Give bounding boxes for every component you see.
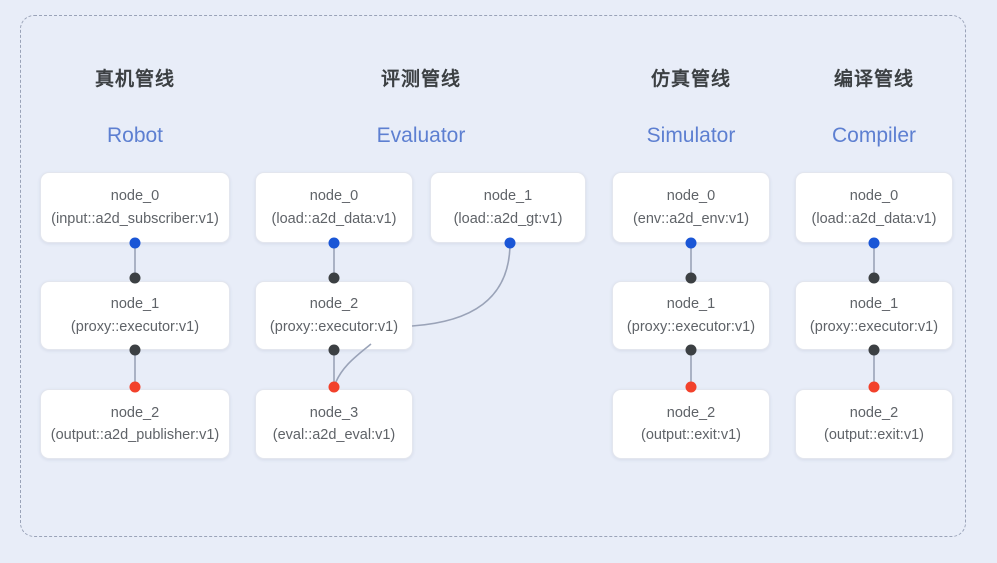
- node-simulator-2[interactable]: node_2 (output::exit:v1): [612, 389, 770, 459]
- node-id: node_2: [309, 296, 359, 313]
- node-type: (load::a2d_data:v1): [811, 210, 937, 227]
- port-input-robot-1[interactable]: [129, 272, 141, 284]
- node-id: node_0: [666, 188, 716, 205]
- node-simulator-0[interactable]: node_0 (env::a2d_env:v1): [612, 172, 770, 243]
- node-type: (load::a2d_gt:v1): [453, 210, 563, 227]
- node-type: (proxy::executor:v1): [809, 318, 939, 335]
- node-compiler-2[interactable]: node_2 (output::exit:v1): [795, 389, 953, 459]
- node-type: (input::a2d_subscriber:v1): [51, 210, 219, 227]
- node-simulator-1[interactable]: node_1 (proxy::executor:v1): [612, 281, 770, 350]
- node-id: node_1: [110, 296, 160, 313]
- node-id: node_0: [849, 188, 899, 205]
- node-type: (proxy::executor:v1): [269, 318, 399, 335]
- node-id: node_1: [849, 296, 899, 313]
- column-title-robot: 真机管线: [94, 69, 175, 90]
- port-output-evaluator-0[interactable]: [328, 237, 340, 249]
- node-id: node_0: [110, 188, 160, 205]
- node-id: node_2: [110, 404, 160, 421]
- port-input-robot-2[interactable]: [129, 381, 141, 393]
- port-output-evaluator-1[interactable]: [504, 237, 516, 249]
- port-output-evaluator-2[interactable]: [328, 344, 340, 356]
- node-id: node_1: [483, 188, 533, 205]
- node-id: node_0: [309, 188, 359, 205]
- node-compiler-0[interactable]: node_0 (load::a2d_data:v1): [795, 172, 953, 243]
- node-type: (output::exit:v1): [824, 427, 924, 443]
- port-output-compiler-1[interactable]: [868, 344, 880, 356]
- edge-evaluator-gt-to-executor: [411, 242, 511, 327]
- node-type: (env::a2d_env:v1): [632, 210, 750, 227]
- node-id: node_1: [666, 296, 716, 313]
- node-robot-2[interactable]: node_2 (output::a2d_publisher:v1): [40, 389, 230, 459]
- column-subtitle-evaluator: Evaluator: [376, 124, 466, 147]
- column-subtitle-robot: Robot: [106, 124, 164, 147]
- port-input-compiler-2[interactable]: [868, 381, 880, 393]
- column-subtitle-compiler: Compiler: [831, 124, 917, 147]
- node-id: node_3: [309, 404, 359, 421]
- column-title-compiler: 编译管线: [833, 69, 914, 90]
- port-output-robot-0[interactable]: [129, 237, 141, 249]
- node-type: (proxy::executor:v1): [70, 318, 200, 335]
- node-id: node_2: [849, 404, 899, 421]
- port-input-simulator-1[interactable]: [685, 272, 697, 284]
- column-title-evaluator: 评测管线: [380, 69, 461, 90]
- port-output-robot-1[interactable]: [129, 344, 141, 356]
- node-type: (proxy::executor:v1): [626, 318, 756, 335]
- port-input-evaluator-2[interactable]: [328, 272, 340, 284]
- port-input-evaluator-3[interactable]: [328, 381, 340, 393]
- node-evaluator-0[interactable]: node_0 (load::a2d_data:v1): [255, 172, 413, 243]
- port-output-simulator-1[interactable]: [685, 344, 697, 356]
- node-evaluator-1[interactable]: node_1 (load::a2d_gt:v1): [430, 172, 586, 243]
- node-type: (eval::a2d_eval:v1): [272, 427, 396, 443]
- node-type: (output::a2d_publisher:v1): [50, 427, 220, 443]
- column-title-simulator: 仿真管线: [650, 69, 731, 90]
- port-output-simulator-0[interactable]: [685, 237, 697, 249]
- node-compiler-1[interactable]: node_1 (proxy::executor:v1): [795, 281, 953, 350]
- port-input-compiler-1[interactable]: [868, 272, 880, 284]
- node-robot-1[interactable]: node_1 (proxy::executor:v1): [40, 281, 230, 350]
- edge-evaluator-executor-to-eval: [333, 343, 372, 388]
- node-robot-0[interactable]: node_0 (input::a2d_subscriber:v1): [40, 172, 230, 243]
- node-type: (output::exit:v1): [641, 427, 741, 443]
- node-evaluator-3[interactable]: node_3 (eval::a2d_eval:v1): [255, 389, 413, 459]
- column-subtitle-simulator: Simulator: [646, 124, 736, 147]
- node-type: (load::a2d_data:v1): [271, 210, 397, 227]
- node-id: node_2: [666, 404, 716, 421]
- node-evaluator-2[interactable]: node_2 (proxy::executor:v1): [255, 281, 413, 350]
- port-output-compiler-0[interactable]: [868, 237, 880, 249]
- port-input-simulator-2[interactable]: [685, 381, 697, 393]
